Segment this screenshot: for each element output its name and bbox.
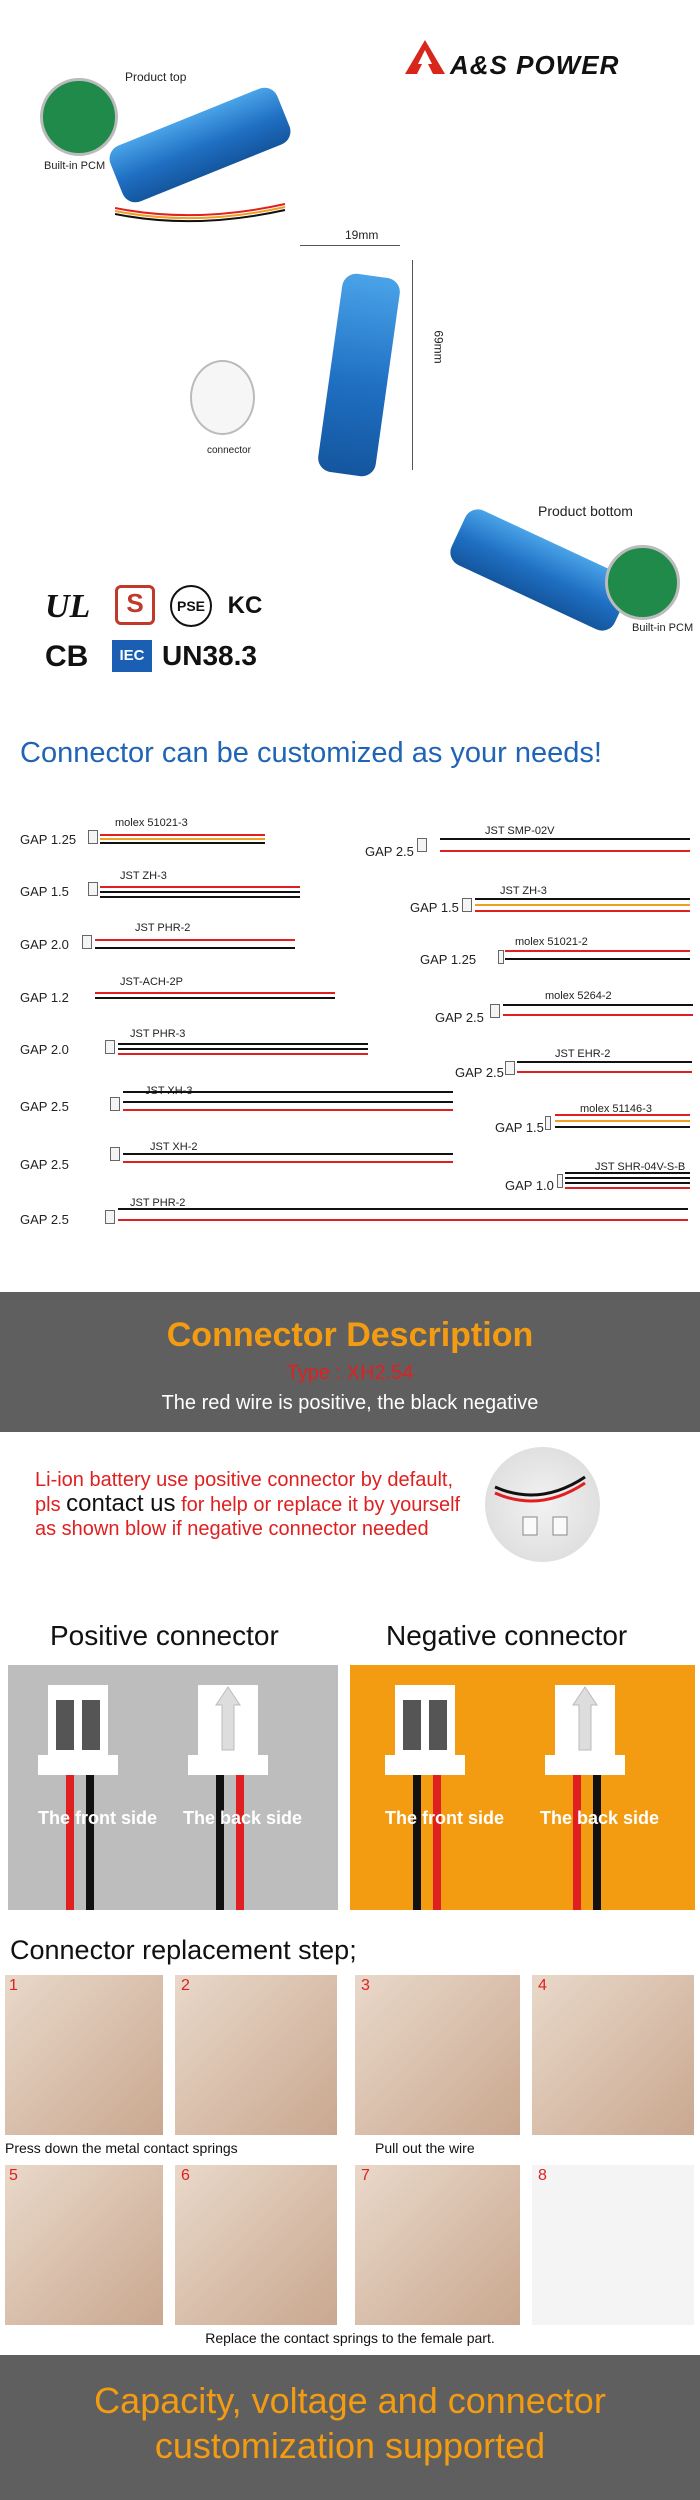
replacement-note: Li-ion battery use positive connector by… bbox=[35, 1469, 461, 1540]
step-photo-2: 2 bbox=[175, 1975, 337, 2135]
step-photo-6: 6 bbox=[175, 2165, 337, 2325]
negative-connector-title: Negative connector bbox=[386, 1620, 628, 1651]
step-photo-7: 7 bbox=[355, 2165, 520, 2325]
negative-connector-panel: The front side The back side bbox=[350, 1665, 695, 1910]
connector-right-5: GAP 1.5 molex 51146-3 bbox=[495, 1103, 700, 1140]
connector-left-1: GAP 1.5 JST ZH-3 bbox=[20, 870, 300, 902]
step-photo-3: 3 bbox=[355, 1975, 520, 2135]
connector-photo bbox=[485, 1447, 600, 1562]
battery-side-image bbox=[316, 271, 402, 479]
brand-logo-icon bbox=[405, 40, 445, 74]
connector-list: GAP 1.25 molex 51021-3 GAP 1.5 JST ZH-3 … bbox=[0, 790, 700, 1260]
step-photo-5: 5 bbox=[5, 2165, 163, 2325]
connector-left-2: GAP 2.0 JST PHR-2 bbox=[20, 922, 300, 955]
steps-grid: 1 2 3 4 Press down the metal contact spr… bbox=[0, 1975, 700, 2350]
brand-name: A&S POWER bbox=[450, 50, 620, 80]
cert-cb-icon: CB bbox=[45, 640, 89, 673]
cert-un383-icon: UN38.3 bbox=[162, 640, 257, 671]
contact-us-link[interactable]: contact us bbox=[66, 1490, 176, 1517]
width-dim-line bbox=[300, 245, 400, 246]
footer-line-2: customization supported bbox=[154, 2425, 546, 2466]
connector-closeup bbox=[190, 360, 255, 435]
connector-left-4: GAP 2.0 JST PHR-3 bbox=[20, 1028, 380, 1060]
step-caption-2: Pull out the wire bbox=[375, 2140, 475, 2156]
connector-left-6: GAP 2.5 JST XH-2 bbox=[20, 1141, 460, 1175]
cert-ul-icon: UL bbox=[45, 585, 93, 625]
pcm-label-top: Built-in PCM bbox=[44, 160, 106, 172]
width-dimension: 19mm bbox=[345, 228, 379, 242]
cert-pse-icon: PSE bbox=[170, 585, 212, 627]
step-photo-1: 1 bbox=[5, 1975, 163, 2135]
pcm-label-bottom: Built-in PCM bbox=[632, 622, 694, 634]
description-title: Connector Description bbox=[166, 1316, 534, 1354]
battery-wires-top bbox=[114, 200, 295, 223]
connector-label: connector bbox=[207, 445, 251, 456]
positive-front-side-label: The front side bbox=[38, 1808, 158, 1828]
connector-left-7: GAP 2.5 JST PHR-2 bbox=[20, 1197, 700, 1230]
step-caption-1: Press down the metal contact springs bbox=[5, 2140, 238, 2156]
connector-right-1: GAP 1.5 JST ZH-3 bbox=[410, 885, 700, 918]
wire-polarity-note: The red wire is positive, the black nega… bbox=[161, 1392, 539, 1414]
connector-left-5: GAP 2.5 JST XH-3 bbox=[20, 1085, 460, 1117]
cert-s-icon: S bbox=[115, 585, 155, 625]
footer-band: Capacity, voltage and connector customiz… bbox=[0, 2355, 700, 2500]
cert-kc-icon: KC bbox=[227, 592, 263, 619]
pcm-bottom-icon bbox=[605, 545, 680, 620]
connectors-headline: Connector can be customized as your need… bbox=[20, 737, 602, 769]
length-dim-line bbox=[412, 260, 413, 470]
connector-right-4: GAP 2.5 JST EHR-2 bbox=[455, 1048, 700, 1085]
connector-type: Type : XH2.54 bbox=[286, 1362, 414, 1384]
length-dimension: 69mm bbox=[431, 330, 446, 364]
negative-front-side-label: The front side bbox=[385, 1808, 505, 1828]
svg-text:UL: UL bbox=[45, 588, 90, 625]
description-band: Connector Description Type : XH2.54 The … bbox=[0, 1292, 700, 1432]
positive-connector-panel: The front side The back side bbox=[8, 1665, 338, 1910]
connector-right-3: GAP 2.5 molex 5264-2 bbox=[435, 990, 700, 1030]
step-photo-8: 8 bbox=[532, 2165, 694, 2325]
product-top-section: A&S POWER Product top Built-in PCM 19mm … bbox=[0, 0, 700, 720]
positive-back-side-label: The back side bbox=[183, 1808, 303, 1828]
product-bottom-label: Product bottom bbox=[538, 503, 633, 519]
negative-back-side-label: The back side bbox=[540, 1808, 660, 1828]
product-top-label: Product top bbox=[125, 70, 187, 84]
connector-right-2: GAP 1.25 molex 51021-2 bbox=[420, 936, 700, 970]
step-caption-3: Replace the contact springs to the femal… bbox=[205, 2330, 495, 2346]
connector-left-3: GAP 1.2 JST-ACH-2P bbox=[20, 976, 340, 1008]
battery-top-image bbox=[105, 83, 295, 207]
connector-right-6: GAP 1.0 JST SHR-04V-S-B bbox=[505, 1161, 700, 1198]
connector-left-0: GAP 1.25 molex 51021-3 bbox=[20, 817, 300, 850]
positive-connector-title: Positive connector bbox=[50, 1620, 279, 1651]
cert-iec-icon: IEC bbox=[112, 640, 152, 672]
steps-title: Connector replacement step; bbox=[10, 1935, 357, 1965]
pcm-board-icon bbox=[40, 78, 118, 156]
connector-right-0: GAP 2.5 JST SMP-02V bbox=[365, 825, 695, 862]
step-photo-4: 4 bbox=[532, 1975, 694, 2135]
footer-line-1: Capacity, voltage and connector bbox=[94, 2380, 606, 2421]
